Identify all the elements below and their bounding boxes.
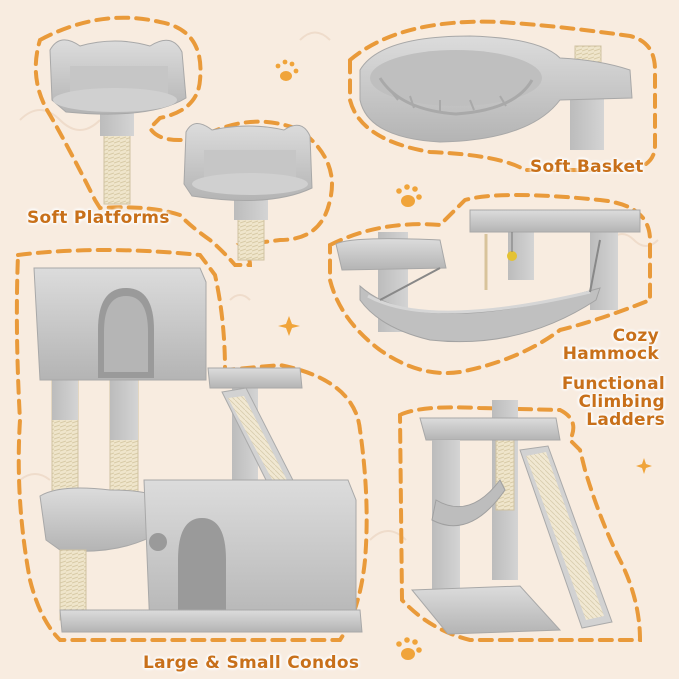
hammock-panel [328, 193, 652, 376]
paw-icon [275, 59, 299, 81]
soft-platforms-label: Soft Platforms [27, 208, 170, 228]
sparkle-icon [278, 316, 300, 336]
climbing-ladders-label: Functional Climbing Ladders [562, 375, 665, 429]
soft-basket-panel [348, 19, 657, 172]
climbing-ladders-label-line3: Ladders [586, 410, 665, 430]
soft-basket-label: Soft Basket [530, 157, 644, 177]
left-platform [49, 39, 187, 205]
soft-platforms-panel [33, 15, 334, 267]
right-platform [183, 123, 313, 261]
cozy-hammock-label-line1: Cozy [612, 326, 659, 346]
condos-label: Large & Small Condos [143, 653, 360, 673]
cozy-hammock-label-line2: Hammock [562, 344, 659, 364]
climbing-ladders-label-line1: Functional [561, 374, 665, 394]
sparkle-icon [636, 458, 652, 474]
cozy-hammock-label: Cozy Hammock [563, 327, 659, 363]
ladders-panel [397, 400, 643, 642]
climbing-ladders-label-line2: Climbing [578, 392, 665, 412]
paw-icon [396, 637, 422, 660]
paw-icon [396, 184, 422, 207]
condos-panel [14, 248, 369, 642]
